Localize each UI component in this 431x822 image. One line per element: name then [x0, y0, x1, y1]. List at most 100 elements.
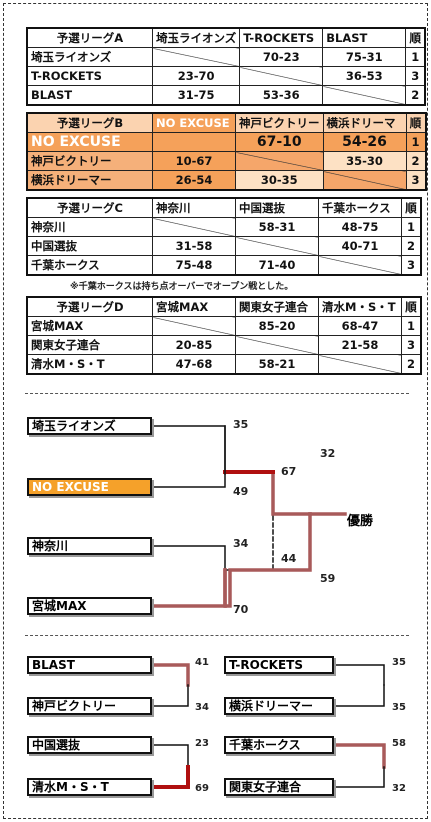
bracket-line-final-upper	[271, 470, 312, 516]
league-b-table: 予選リーグB NO EXCUSE 神戸ビクトリー 横浜ドリーマ 順 NO EXC…	[26, 112, 427, 191]
cons-line-shimizu	[150, 765, 190, 789]
team-name: 清水M・S・T	[26, 354, 153, 375]
bracket-team: 宮城MAX	[27, 597, 152, 615]
result-cell: 21-58	[318, 335, 402, 355]
result-cell: 30-35	[235, 170, 324, 191]
bracket-line-miyagi	[150, 568, 227, 608]
rank-cell: 3	[401, 335, 422, 355]
result-cell: 26-54	[152, 170, 236, 191]
team-name: BLAST	[26, 85, 153, 106]
cons-team: 中国選抜	[27, 736, 152, 754]
rank-cell: 2	[401, 236, 422, 256]
diag-cell	[322, 170, 407, 191]
league-c-table: 予選リーグC 神奈川 中国選抜 千葉ホークス 順 神奈川 58-31 48-75…	[26, 197, 422, 276]
league-a-col2: T-ROCKETS	[239, 27, 324, 48]
page-frame	[3, 3, 428, 819]
team-name: 横浜ドリーマー	[26, 170, 153, 191]
bracket-score: 35	[233, 418, 249, 431]
result-cell: 31-58	[152, 236, 236, 256]
league-c-col2: 中国選抜	[235, 197, 319, 218]
section-divider	[25, 635, 409, 636]
rank-cell: 2	[401, 354, 422, 375]
bracket-team: 神奈川	[27, 537, 152, 555]
diag-cell	[318, 354, 402, 375]
league-c-col3: 千葉ホークス	[318, 197, 402, 218]
rank-cell: 2	[405, 85, 426, 106]
bracket-line-final-lower	[224, 512, 312, 608]
result-cell: 35-30	[322, 151, 407, 171]
bracket-team: 埼玉ライオンズ	[27, 417, 152, 435]
result-cell: 47-68	[152, 354, 236, 375]
result-cell: 36-53	[322, 66, 407, 86]
diag-cell	[152, 316, 236, 336]
cons-line-blast	[150, 663, 190, 687]
cons-line-chiba	[332, 743, 386, 769]
cons-score: 32	[392, 783, 406, 794]
result-cell: 75-31	[322, 47, 407, 67]
cons-team: T-ROCKETS	[224, 656, 334, 674]
rank-cell: 3	[405, 66, 426, 86]
bracket-score: 67	[281, 465, 297, 478]
league-a-table: 予選リーグA 埼玉ライオンズ T-ROCKETS BLAST 順 埼玉ライオンズ…	[26, 27, 427, 106]
team-name: T-ROCKETS	[26, 66, 153, 86]
cons-line-kobe	[151, 684, 189, 707]
league-c-title: 予選リーグC	[26, 197, 153, 218]
cons-score: 41	[195, 657, 209, 668]
section-divider	[25, 393, 409, 394]
cons-team: 神戸ビクトリー	[27, 697, 152, 715]
diag-cell	[235, 151, 324, 171]
league-b-col2: 神戸ビクトリー	[235, 112, 324, 133]
team-name: 千葉ホークス	[26, 255, 153, 276]
result-cell: 48-75	[318, 217, 402, 237]
bracket-score: 44	[281, 552, 297, 565]
cons-line-chugoku	[151, 744, 189, 768]
result-cell: 31-75	[151, 85, 241, 106]
diag-cell	[318, 255, 402, 276]
bracket-score: 59	[320, 572, 336, 585]
team-name: 神戸ビクトリー	[26, 151, 153, 171]
result-cell: 58-21	[235, 354, 319, 375]
bracket-score: 49	[233, 485, 249, 498]
league-d-col2: 関東女子連合	[235, 296, 319, 317]
result-cell: 10-67	[152, 151, 236, 171]
result-cell: 71-40	[235, 255, 319, 276]
diag-cell	[151, 47, 241, 67]
bracket-score: 70	[233, 603, 249, 616]
league-a-col3: BLAST	[322, 27, 407, 48]
result-cell: 23-70	[151, 66, 241, 86]
result-cell: 53-36	[239, 85, 324, 106]
bracket-score: 32	[320, 447, 336, 460]
diag-cell	[322, 85, 407, 106]
result-cell: 54-26	[322, 132, 407, 152]
diag-cell	[235, 335, 319, 355]
bracket-line-saitama	[151, 425, 226, 473]
cons-team: 関東女子連合	[224, 778, 334, 796]
league-b-col1: NO EXCUSE	[152, 112, 236, 133]
cons-score: 35	[392, 657, 406, 668]
league-b-rank-header: 順	[405, 112, 426, 133]
cons-team: BLAST	[27, 656, 152, 674]
team-name: 関東女子連合	[26, 335, 153, 355]
bracket-score: 34	[233, 537, 249, 550]
cons-team: 千葉ホークス	[224, 736, 334, 754]
team-name: 埼玉ライオンズ	[26, 47, 153, 67]
rank-cell: 3	[401, 255, 422, 276]
bracket-team-highlight: NO EXCUSE	[27, 478, 152, 496]
league-d-col1: 宮城MAX	[152, 296, 236, 317]
cons-line-kanto	[333, 766, 385, 788]
cons-team: 横浜ドリーマー	[224, 697, 334, 715]
team-name: NO EXCUSE	[26, 132, 153, 152]
team-name: 中国選抜	[26, 236, 153, 256]
cons-score: 35	[392, 702, 406, 713]
league-d-table: 予選リーグD 宮城MAX 関東女子連合 清水M・S・T 順 宮城MAX 85-2…	[26, 296, 422, 375]
rank-cell: 1	[405, 47, 426, 67]
cons-line-yokohama	[333, 684, 385, 707]
bracket-line-kanagawa	[151, 545, 226, 571]
cons-score: 58	[392, 738, 406, 749]
result-cell: 68-47	[318, 316, 402, 336]
result-cell: 20-85	[152, 335, 236, 355]
rank-cell: 2	[405, 151, 426, 171]
cons-line-trockets	[333, 664, 385, 686]
league-note: ※千葉ホークスは持ち点オーバーでオープン戦とした。	[70, 282, 294, 292]
